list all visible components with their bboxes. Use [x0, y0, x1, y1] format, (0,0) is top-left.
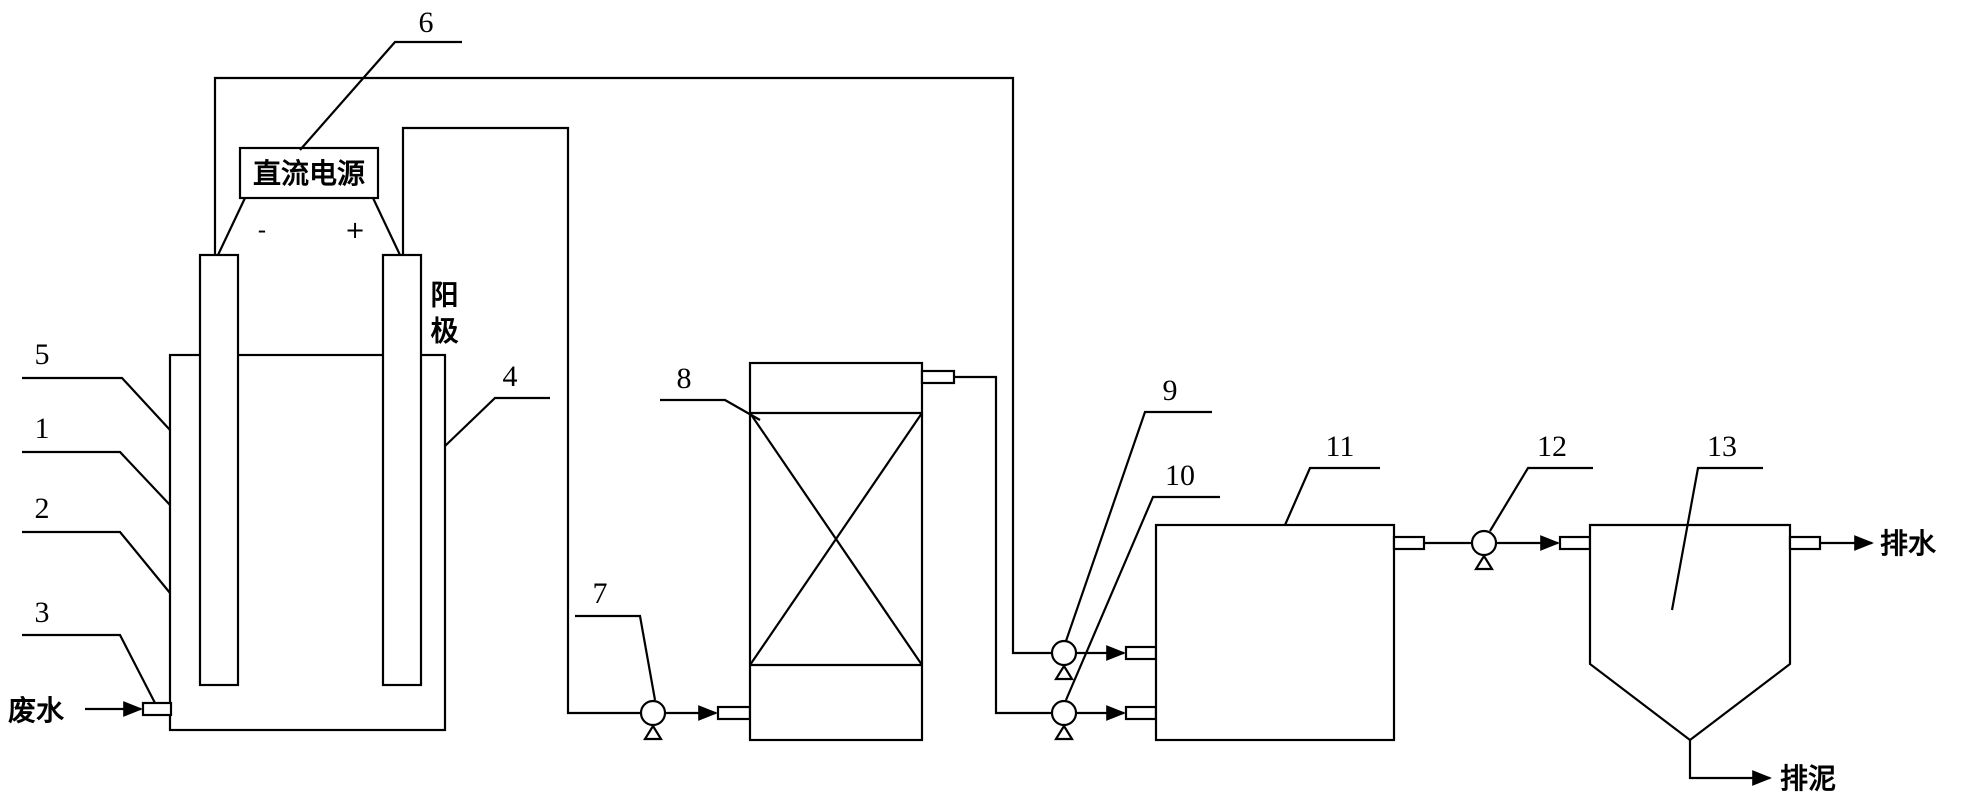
- negative-lead: [217, 197, 246, 256]
- inlet-nozzle: [141, 701, 173, 717]
- svg-text:12: 12: [1537, 430, 1567, 463]
- svg-text:13: 13: [1707, 430, 1737, 463]
- svg-text:4: 4: [503, 360, 518, 393]
- dc-power-label: 直流电源: [253, 157, 365, 190]
- positive-terminal-sign: +: [345, 216, 365, 244]
- pipe-anode-to-pump-7: [401, 126, 640, 715]
- water-discharge-label: 排水: [1880, 527, 1937, 560]
- pipe-column-to-pump-10: [954, 375, 1052, 715]
- pipe-top-to-pump-9: [213, 76, 1052, 655]
- pump-10: [1050, 699, 1078, 741]
- column-inlet-nozzle: [716, 705, 752, 721]
- pump-12: [1470, 529, 1498, 571]
- callout-3: 3: [22, 596, 156, 704]
- tank11-inlet-lower: [1124, 705, 1158, 721]
- svg-text:8: 8: [677, 362, 692, 395]
- positive-lead: [372, 197, 401, 256]
- negative-terminal-sign: -: [258, 216, 267, 244]
- tank11-inlet-upper: [1124, 645, 1158, 661]
- callout-12: 12: [1489, 430, 1593, 532]
- svg-text:1: 1: [35, 412, 50, 445]
- svg-text:2: 2: [35, 492, 50, 525]
- dc-power-supply-box: [238, 146, 380, 200]
- packing-cross-2: [749, 412, 923, 666]
- callout-2: 2: [22, 492, 171, 594]
- callout-11: 11: [1283, 430, 1380, 526]
- settler-inlet: [1558, 535, 1592, 551]
- callout-4: 4: [444, 360, 550, 447]
- packed-column: [748, 361, 924, 742]
- pump-7: [639, 699, 667, 741]
- callout-7: 7: [575, 577, 657, 701]
- callout-10: 10: [1064, 459, 1220, 701]
- callout-5: 5: [22, 338, 171, 431]
- wastewater-label: 废水: [8, 694, 65, 727]
- svg-text:11: 11: [1326, 430, 1355, 463]
- callout-6: 6: [299, 6, 462, 151]
- column-outlet-nozzle: [920, 369, 956, 385]
- sludge-discharge-label: 排泥: [1780, 762, 1836, 795]
- svg-text:7: 7: [593, 577, 608, 610]
- tank11-outlet: [1392, 535, 1426, 551]
- svg-text:9: 9: [1163, 374, 1178, 407]
- settling-tank: [1588, 523, 1792, 742]
- svg-text:5: 5: [35, 338, 50, 371]
- anode-label: 阳极: [427, 280, 460, 352]
- pump-9: [1050, 639, 1078, 681]
- callout-9: 9: [1064, 374, 1212, 642]
- svg-text:10: 10: [1165, 459, 1195, 492]
- callout-1: 1: [22, 412, 171, 506]
- sludge-discharge-pipe: [1688, 740, 1772, 786]
- settler-outlet: [1788, 535, 1822, 551]
- callout-8: 8: [660, 362, 761, 421]
- reaction-tank: [1154, 523, 1396, 742]
- cathode-plate: [198, 253, 240, 687]
- callout-13: 13: [1670, 430, 1763, 611]
- svg-text:6: 6: [419, 6, 434, 39]
- anode-plate: [381, 253, 423, 687]
- svg-text:3: 3: [35, 596, 50, 629]
